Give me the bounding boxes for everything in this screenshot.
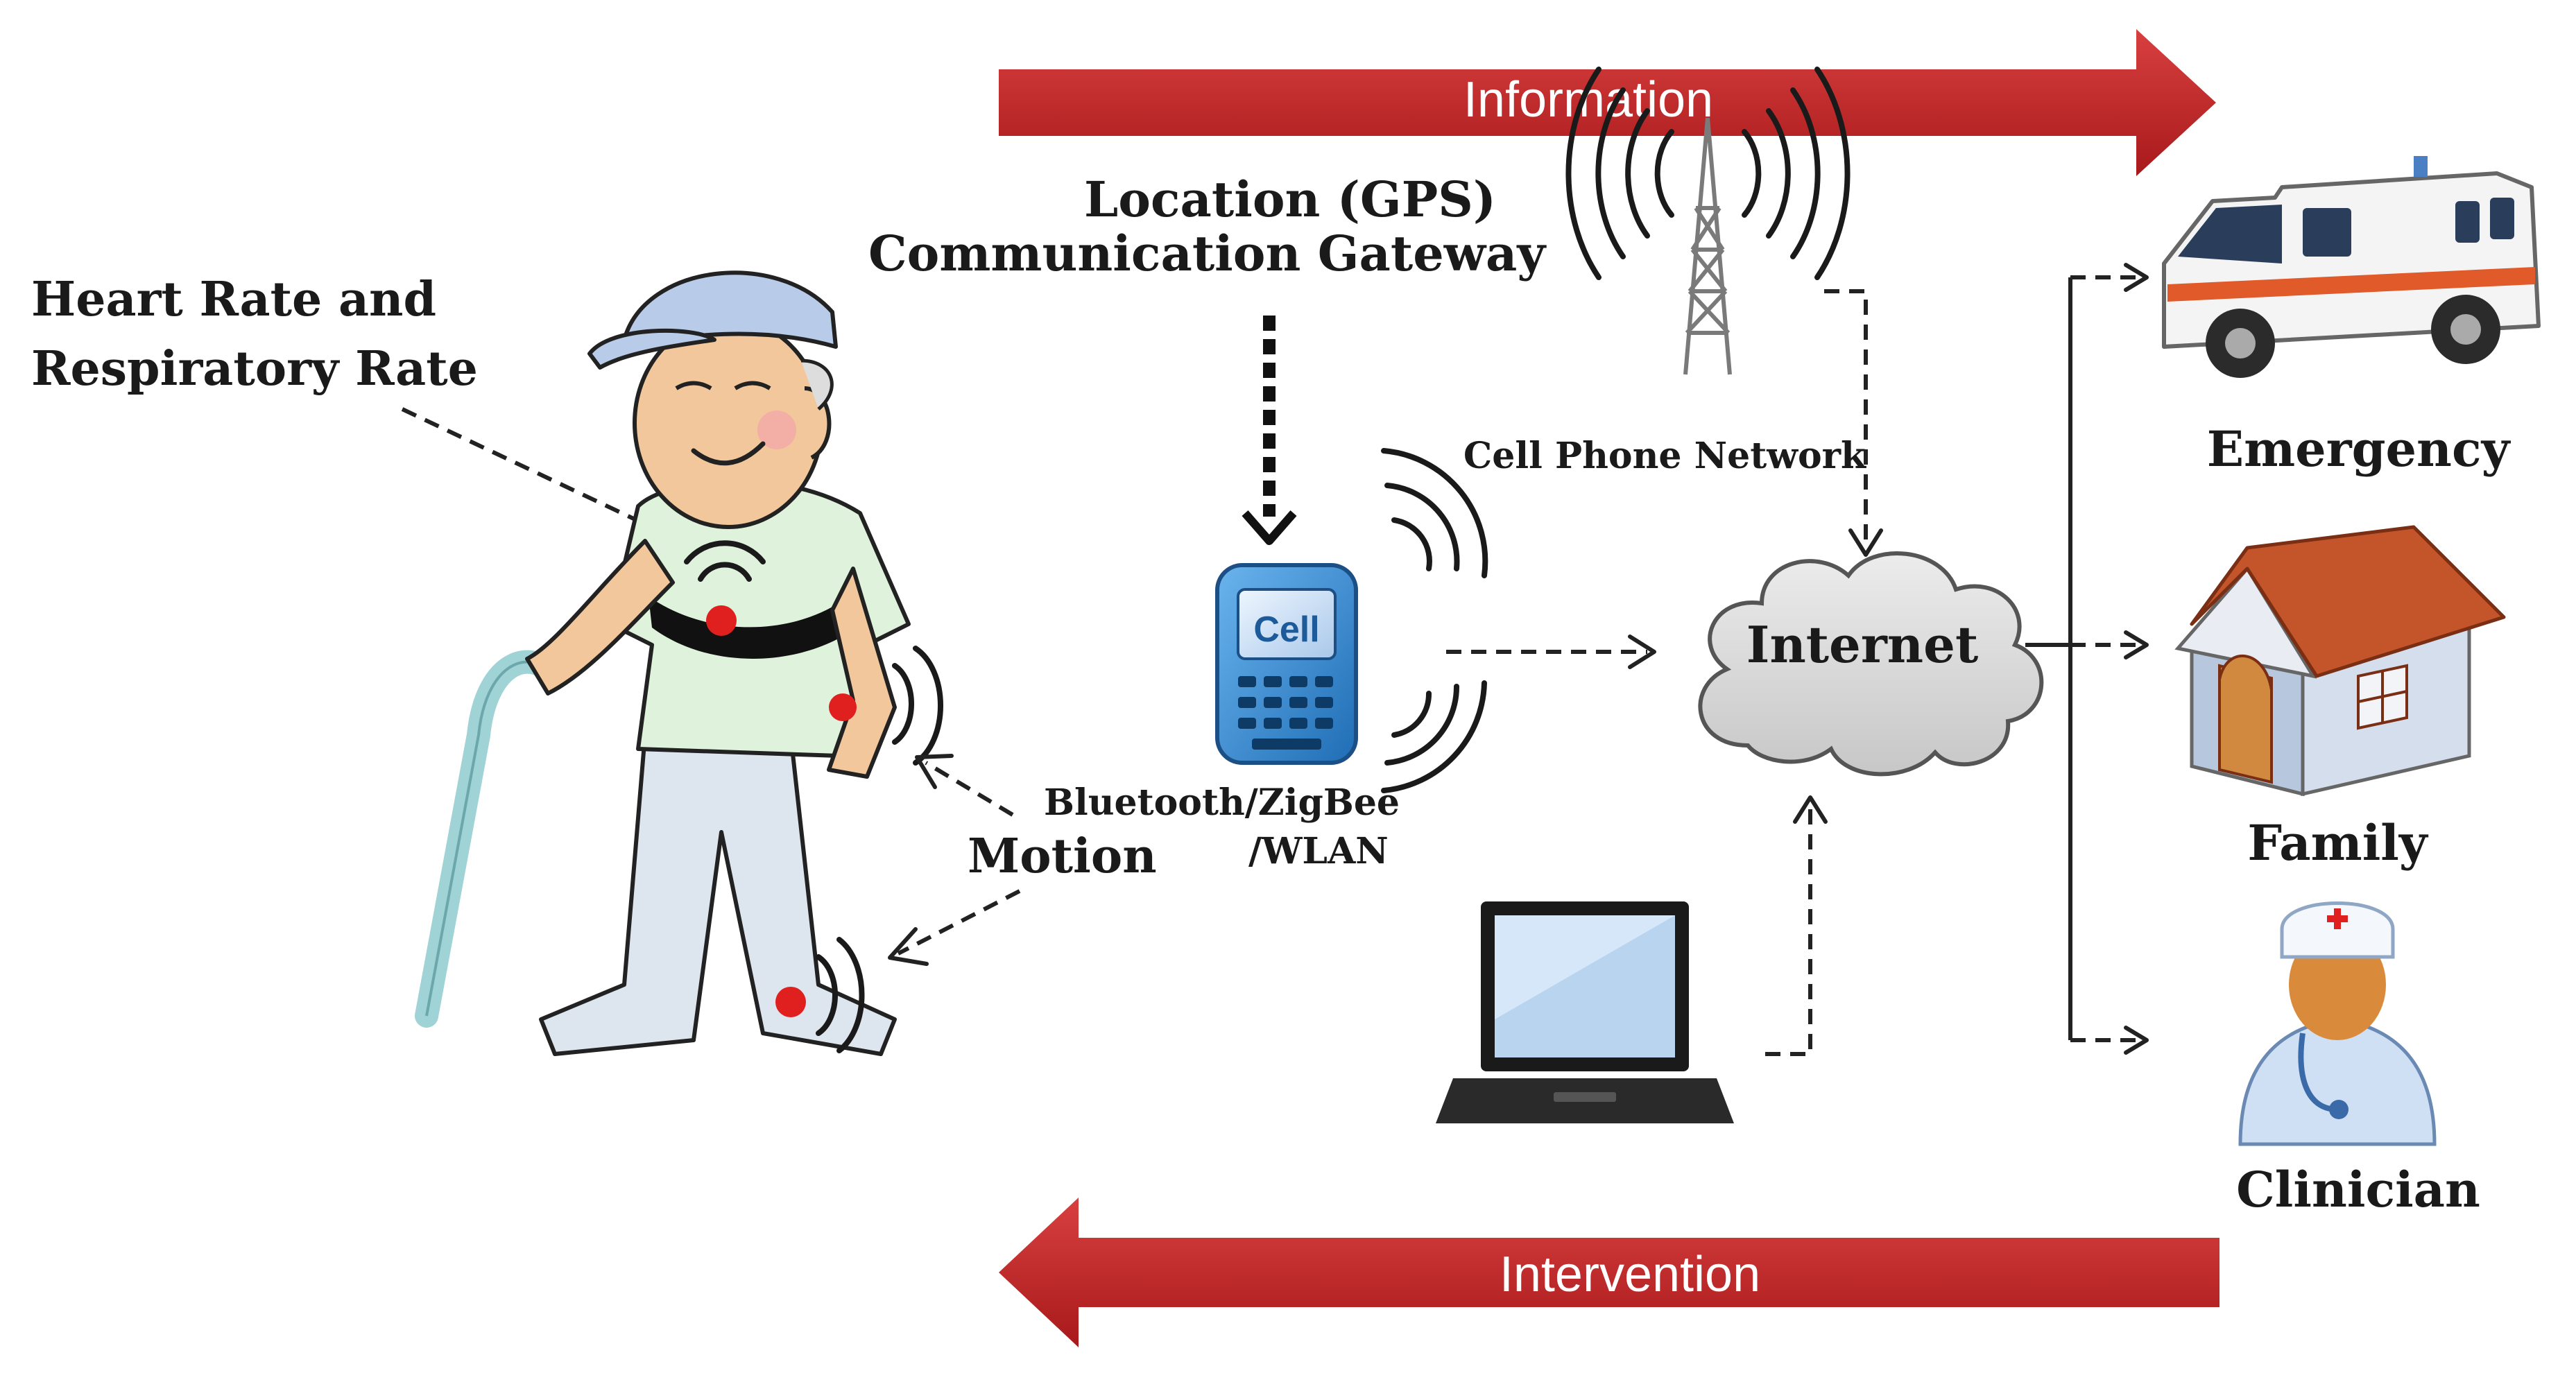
phone-signal-lower-icon <box>1381 680 1487 793</box>
to-clinician-arrow-head <box>2124 1026 2149 1055</box>
information-arrow: Information <box>999 29 2216 176</box>
intervention-arrow: Intervention <box>999 1198 2219 1347</box>
clinician-label: Clinician <box>2236 1161 2480 1218</box>
phone-screen-text: Cell <box>1253 610 1319 650</box>
tower-to-internet-arrow <box>1824 289 1868 548</box>
motion-label: Motion <box>968 829 1157 884</box>
wrist-wave-icon <box>892 646 943 766</box>
laptop-to-internet-arrow-head <box>1793 795 1828 824</box>
motion-pointer-ankle <box>897 889 1021 956</box>
laptop-to-internet-arrow <box>1765 804 1812 1056</box>
family-label: Family <box>2247 814 2428 872</box>
cell-phone-icon: Cell <box>1215 563 1358 765</box>
motion-pointer-wrist <box>925 761 1014 817</box>
to-family-arrow-head <box>2124 630 2149 659</box>
heart-rate-pointer <box>401 407 667 536</box>
bluetooth-label-line1: Bluetooth/ZigBee <box>1044 782 1400 824</box>
house-icon <box>2174 525 2506 797</box>
heart-rate-label-line1: Heart Rate and <box>31 272 436 327</box>
motion-pointer-ankle-head <box>888 927 929 966</box>
laptop-icon <box>1436 901 1734 1123</box>
cell-network-label: Cell Phone Network <box>1463 435 1866 477</box>
ambulance-icon <box>2162 156 2541 378</box>
internet-label: Internet <box>1746 615 1978 674</box>
emergency-label: Emergency <box>2207 420 2511 478</box>
clinician-icon <box>2238 901 2437 1146</box>
information-label: Information <box>1463 72 1713 128</box>
to-emergency-arrow-head <box>2124 263 2149 292</box>
phone-signal-upper-icon <box>1381 448 1488 578</box>
cell-tower-icon <box>1565 67 1851 375</box>
phone-to-internet-arrow-head <box>1628 634 1656 669</box>
motion-pointer-wrist-head <box>915 754 954 789</box>
ankle-wave-icon <box>816 937 865 1053</box>
elderly-man-illustration <box>415 270 911 1056</box>
heart-rate-label-line2: Respiratory Rate <box>31 341 478 397</box>
tower-to-internet-arrow-head <box>1848 528 1883 557</box>
gps-label-line1: Location (GPS) <box>1084 171 1496 228</box>
bluetooth-label-line2: /WLAN <box>1248 830 1389 872</box>
internet-cloud-icon <box>1698 551 2044 777</box>
intervention-label: Intervention <box>1500 1247 1760 1302</box>
gps-label-line2: Communication Gateway <box>868 225 1547 282</box>
gps-to-phone-pointer-head <box>1242 510 1297 545</box>
